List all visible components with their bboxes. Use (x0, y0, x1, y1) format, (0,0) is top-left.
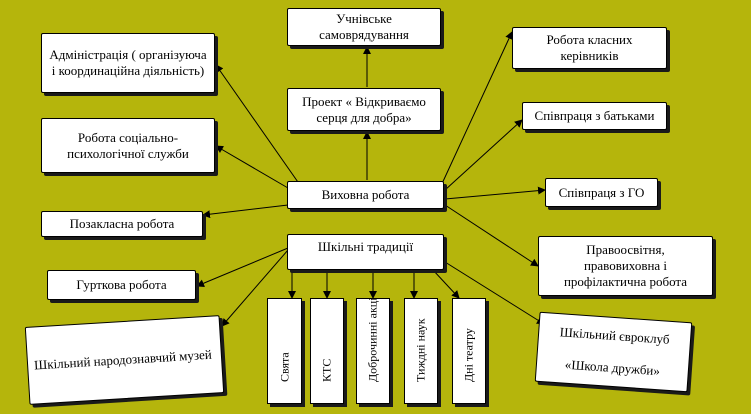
node-euroclub: Шкільний євроклуб «Школа дружби» (534, 311, 693, 393)
arrow-to-theatre-days (432, 269, 460, 299)
arrow-to-legal (444, 204, 539, 267)
node-parents: Співпраця з батьками (522, 102, 667, 130)
node-clubs: Гурткова робота (47, 270, 196, 300)
node-museum: Шкільний народознавчий музей (24, 315, 225, 405)
arrow-to-ngo (444, 186, 546, 200)
tradition-item-theatre-days: Дні театру (452, 298, 486, 404)
node-school-traditions: Шкільні традиції (287, 234, 444, 270)
node-social-psych-service: Робота соціально- психологічної служби (41, 118, 215, 173)
arrow-to-clubs (196, 247, 289, 287)
arrow-to-extracurricular (202, 204, 289, 219)
arrow-to-euroclub (444, 261, 545, 325)
node-educational-work: Виховна робота (287, 181, 444, 209)
node-legal-education: Правоосвітня, правовиховна і профілактич… (538, 236, 713, 296)
arrow-to-admin (215, 64, 301, 186)
node-administration: Адміністрація ( організуюча і координаці… (41, 33, 215, 93)
tradition-item-charity: Доброчинні акції (356, 298, 390, 404)
arrow-to-class-teachers (439, 31, 513, 189)
tradition-item-kts: КТС (310, 298, 344, 404)
tradition-item-holidays: Свята (267, 298, 302, 404)
node-extracurricular: Позакласна робота (41, 211, 203, 237)
node-ngo: Співпраця з ГО (545, 178, 658, 207)
arrow-to-museum (221, 249, 289, 327)
arrow-to-social (215, 145, 289, 189)
node-class-teachers: Робота класних керівників (512, 27, 667, 69)
tradition-item-science-week: Тиждні наук (404, 298, 438, 404)
node-project: Проект « Відкриваємо серця для добра» (287, 88, 441, 131)
arrow-to-parents (444, 119, 523, 191)
node-self-government: Учнівське самоврядування (287, 8, 441, 46)
